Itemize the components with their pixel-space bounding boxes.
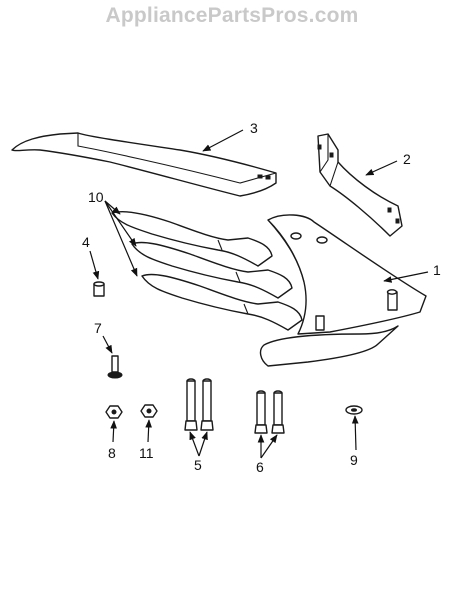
part-10-blades xyxy=(111,211,303,331)
part-5-long-bolts xyxy=(184,378,214,431)
part-4-spacer xyxy=(93,281,105,297)
part-3-baffle xyxy=(11,132,277,197)
callout-5: 5 xyxy=(194,457,202,473)
callout-2: 2 xyxy=(403,151,411,167)
part-9-washer xyxy=(345,405,363,415)
watermark-text: AppliancePartsPros.com xyxy=(105,4,359,27)
part-1-deck xyxy=(259,214,427,367)
callout-1: 1 xyxy=(433,262,441,278)
part-6-short-bolts xyxy=(254,390,285,434)
part-2-bracket xyxy=(317,133,403,237)
callout-4: 4 xyxy=(82,234,90,250)
callout-11: 11 xyxy=(139,445,154,461)
leader-lines xyxy=(89,129,429,459)
callout-9: 9 xyxy=(350,452,358,468)
part-11-nut xyxy=(140,404,158,418)
callout-10: 10 xyxy=(88,189,104,205)
callout-6: 6 xyxy=(256,459,264,475)
callout-7: 7 xyxy=(94,320,102,336)
callout-labels: 3 2 1 10 4 7 8 11 5 6 9 xyxy=(82,120,441,475)
callout-8: 8 xyxy=(108,445,116,461)
part-7-bolt xyxy=(107,355,123,379)
part-8-nut xyxy=(105,405,123,419)
callout-3: 3 xyxy=(250,120,258,136)
